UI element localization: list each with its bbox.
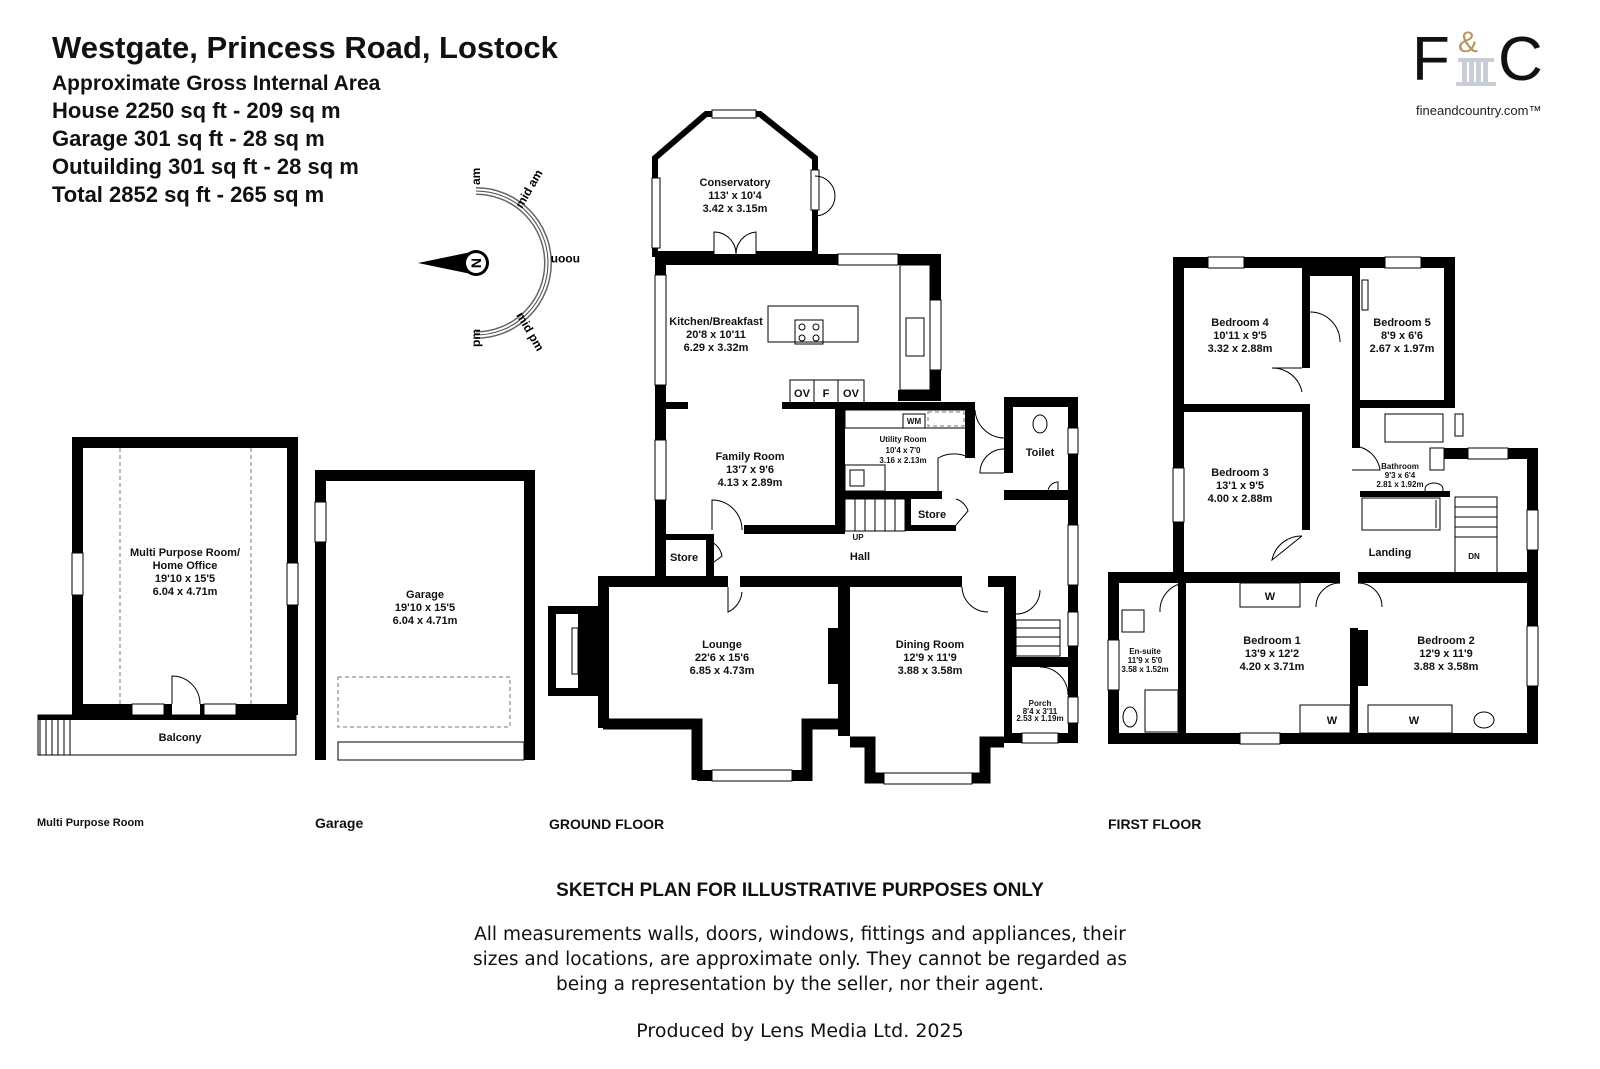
room-toilet-name: Toilet: [1026, 447, 1055, 459]
wardrobe-bed1-bottom-label: W: [1327, 715, 1338, 727]
room-bedroom5-imperial: 8'9 x 6'6: [1381, 330, 1423, 342]
room-multi-purpose-metric: 6.04 x 4.71m: [153, 586, 218, 598]
wardrobe-bed2-label: W: [1409, 715, 1420, 727]
room-conservatory-imperial: 113' x 10'4: [708, 190, 762, 202]
room-multi-purpose-imperial: 19'10 x 15'5: [155, 573, 215, 585]
garage-building: Garage 19'10 x 15'5 6.04 x 4.71m: [314, 470, 535, 761]
compass-north-label: N: [468, 258, 484, 268]
oven-2-label: OV: [843, 388, 860, 400]
room-bedroom4-imperial: 10'11 x 9'5: [1213, 330, 1267, 342]
compass-noon-label: noon: [551, 253, 580, 267]
room-conservatory-name: Conservatory: [700, 177, 772, 189]
area-house: House 2250 sq ft - 209 sq m: [52, 98, 341, 123]
stairs-down-label: DN: [1468, 552, 1480, 561]
area-subtitle: Approximate Gross Internal Area: [52, 72, 381, 95]
room-dining-imperial: 12'9 x 11'9: [903, 652, 957, 664]
logo-ampersand: &: [1458, 26, 1478, 59]
room-ensuite-imperial: 11'9 x 5'0: [1128, 656, 1163, 665]
room-balcony-name: Balcony: [159, 732, 203, 744]
stairs-up-label: UP: [852, 533, 864, 542]
room-kitchen-name: Kitchen/Breakfast: [669, 316, 763, 328]
room-bedroom1-metric: 4.20 x 3.71m: [1240, 661, 1305, 673]
disclaimer-line-3: being a representation by the seller, no…: [555, 974, 1045, 995]
floor-label-garage: Garage: [315, 815, 364, 831]
floor-label-ground: GROUND FLOOR: [549, 816, 665, 832]
room-ensuite-name: En-suite: [1129, 647, 1161, 656]
room-bedroom1-name: Bedroom 1: [1243, 635, 1300, 647]
area-garage: Garage 301 sq ft - 28 sq m: [52, 126, 325, 151]
room-conservatory-metric: 3.42 x 3.15m: [703, 203, 768, 215]
room-bedroom2-name: Bedroom 2: [1417, 635, 1474, 647]
room-bathroom-imperial: 9'3 x 6'4: [1385, 471, 1416, 480]
room-porch-metric: 2.53 x 1.19m: [1016, 714, 1063, 723]
room-landing-name: Landing: [1369, 547, 1412, 559]
wardrobe-bed1-top-label: W: [1265, 591, 1276, 603]
room-bedroom3-name: Bedroom 3: [1211, 467, 1268, 479]
room-bedroom3-imperial: 13'1 x 9'5: [1216, 480, 1264, 492]
disclaimer-heading: SKETCH PLAN FOR ILLUSTRATIVE PURPOSES ON…: [556, 880, 1044, 901]
floor-label-first: FIRST FLOOR: [1108, 816, 1202, 832]
ground-floor-plan: OV F OV WM Utility Room 10'4 x 7'0 3.16 …: [548, 109, 1079, 785]
room-lounge-metric: 6.85 x 4.73m: [690, 665, 755, 677]
oven-1-label: OV: [794, 388, 811, 400]
room-family-name: Family Room: [715, 451, 784, 463]
room-ensuite-metric: 3.58 x 1.52m: [1121, 665, 1168, 674]
room-family-metric: 4.13 x 2.89m: [718, 477, 783, 489]
compass-pm-label: pm: [469, 329, 483, 347]
room-store-right-name: Store: [918, 509, 946, 521]
washing-machine-label: WM: [907, 417, 922, 426]
room-dining-metric: 3.88 x 3.58m: [898, 665, 963, 677]
room-porch-name: Porch: [1029, 699, 1052, 708]
disclaimer-body: All measurements walls, doors, windows, …: [0, 922, 1600, 997]
compass-mid-pm-label: mid pm: [513, 310, 546, 354]
logo-letter-c: C: [1498, 25, 1543, 94]
room-dining-name: Dining Room: [896, 639, 965, 651]
room-store-left-name: Store: [670, 552, 698, 564]
room-kitchen-metric: 6.29 x 3.32m: [684, 342, 749, 354]
north-arrow-icon: [418, 251, 476, 275]
disclaimer-line-2: sizes and locations, are approximate onl…: [473, 949, 1127, 970]
room-utility-imperial: 10'4 x 7'0: [886, 446, 921, 455]
room-garage-metric: 6.04 x 4.71m: [393, 615, 458, 627]
disclaimer-line-1: All measurements walls, doors, windows, …: [474, 924, 1126, 945]
room-porch-imperial: 8'4 x 3'11: [1023, 707, 1058, 716]
floor-plan-drawing: .wall { fill: #000; } .win { fill: #fff;…: [37, 109, 1539, 785]
room-hall-name: Hall: [850, 551, 870, 563]
logo-column-icon: [1456, 58, 1496, 86]
multi-purpose-building: Multi Purpose Room/ Home Office 19'10 x …: [37, 437, 299, 756]
room-bathroom-metric: 2.81 x 1.92m: [1376, 480, 1423, 489]
fridge-label: F: [823, 388, 830, 400]
room-kitchen-imperial: 20'8 x 10'11: [686, 329, 746, 341]
floor-label-multi-purpose: Multi Purpose Room: [37, 817, 144, 829]
room-lounge-imperial: 22'6 x 15'6: [695, 652, 749, 664]
area-total: Total 2852 sq ft - 265 sq m: [52, 182, 325, 207]
compass-am-label: am: [469, 168, 483, 185]
room-bathroom-name: Bathroom: [1381, 462, 1419, 471]
produced-by: Produced by Lens Media Ltd. 2025: [636, 1020, 964, 1042]
room-utility-metric: 3.16 x 2.13m: [879, 456, 926, 465]
room-family-imperial: 13'7 x 9'6: [726, 464, 774, 476]
compass-mid-am-label: mid am: [512, 167, 545, 210]
area-outbuilding: Outuilding 301 sq ft - 28 sq m: [52, 154, 359, 179]
plan-title: Westgate, Princess Road, Lostock: [52, 30, 558, 65]
room-bedroom5-name: Bedroom 5: [1373, 317, 1430, 329]
room-bedroom5-metric: 2.67 x 1.97m: [1370, 343, 1435, 355]
room-multi-purpose-name1: Multi Purpose Room/: [130, 547, 240, 559]
logo-url: fineandcountry.com™: [1416, 103, 1542, 118]
room-bedroom2-metric: 3.88 x 3.58m: [1414, 661, 1479, 673]
room-multi-purpose-name2: Home Office: [153, 560, 218, 572]
sun-compass: N am mid am noon mid pm pm: [418, 167, 580, 353]
room-bedroom4-metric: 3.32 x 2.88m: [1208, 343, 1273, 355]
logo-letter-f: F: [1412, 25, 1450, 94]
room-bedroom2-imperial: 12'9 x 11'9: [1419, 648, 1473, 660]
room-bedroom3-metric: 4.00 x 2.88m: [1208, 493, 1273, 505]
first-floor-plan: Bedroom 4 10'11 x 9'5 3.32 x 2.88m Bedro…: [1107, 256, 1539, 745]
room-lounge-name: Lounge: [702, 639, 742, 651]
room-garage-imperial: 19'10 x 15'5: [395, 602, 455, 614]
room-garage-name: Garage: [406, 589, 444, 601]
room-bedroom4-name: Bedroom 4: [1211, 317, 1269, 329]
room-utility-name: Utility Room: [879, 435, 926, 444]
fine-and-country-logo: F & C: [1412, 25, 1543, 94]
room-bedroom1-imperial: 13'9 x 12'2: [1245, 648, 1299, 660]
